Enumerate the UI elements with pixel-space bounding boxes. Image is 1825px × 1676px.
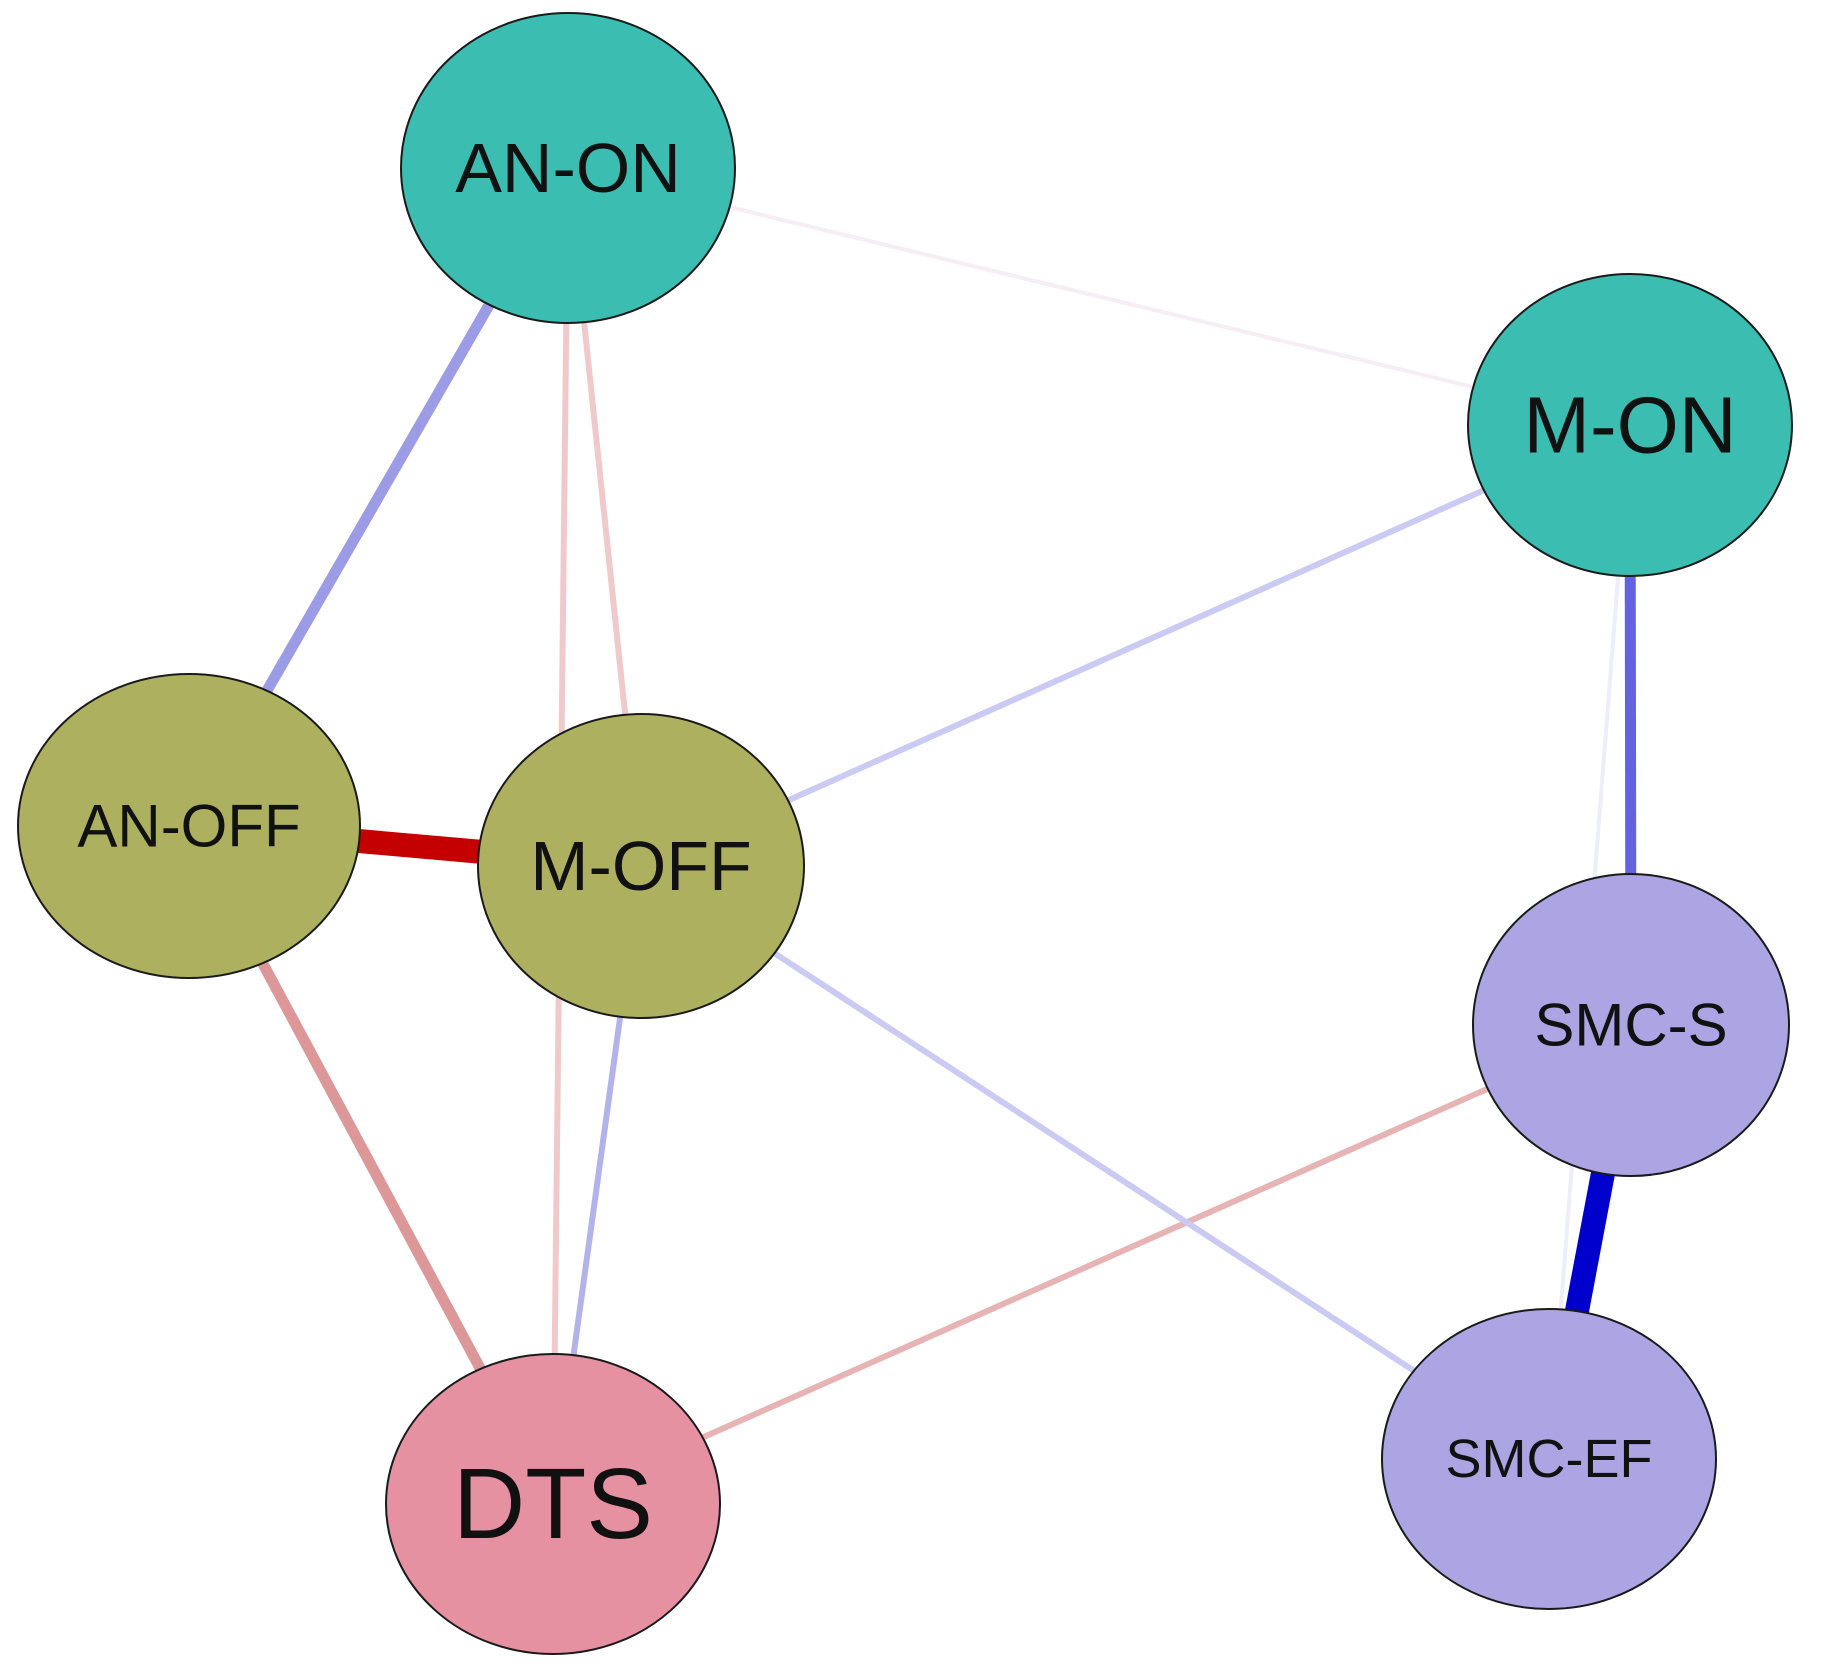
node-label-dts: DTS (453, 1448, 653, 1560)
node-circle-smc-ef (1381, 1308, 1717, 1610)
edge-an-on-m-on (567, 166, 1631, 427)
edge-smc-s-dts (551, 1022, 1633, 1507)
node-label-smc-ef: SMC-EF (1446, 1429, 1653, 1489)
node-label-m-off: M-OFF (530, 827, 752, 905)
nodes-layer: AN-ON M-ON AN-OFF M-OFF SMC-S SMC-EF DTS (17, 12, 1793, 1655)
node-circle-smc-s (1472, 873, 1790, 1177)
edge-m-on-m-off (639, 422, 1632, 869)
node-an-off: AN-OFF (17, 673, 361, 979)
edges-layer (184, 165, 1643, 1507)
node-label-smc-s: SMC-S (1534, 992, 1727, 1059)
node-m-on: M-ON (1467, 273, 1793, 577)
node-label-m-on: M-ON (1523, 381, 1736, 470)
node-circle-an-off (17, 673, 361, 979)
node-smc-s: SMC-S (1472, 873, 1790, 1177)
node-circle-m-on (1467, 273, 1793, 577)
node-label-an-on: AN-ON (455, 129, 681, 207)
node-m-off: M-OFF (477, 713, 805, 1019)
node-circle-dts (385, 1353, 721, 1655)
node-an-on: AN-ON (400, 12, 736, 324)
edge-m-off-smc-ef (639, 863, 1551, 1462)
node-circle-m-off (477, 713, 805, 1019)
node-label-an-off: AN-OFF (77, 793, 300, 860)
node-dts: DTS (385, 1353, 721, 1655)
node-circle-an-on (400, 12, 736, 324)
node-smc-ef: SMC-EF (1381, 1308, 1717, 1610)
